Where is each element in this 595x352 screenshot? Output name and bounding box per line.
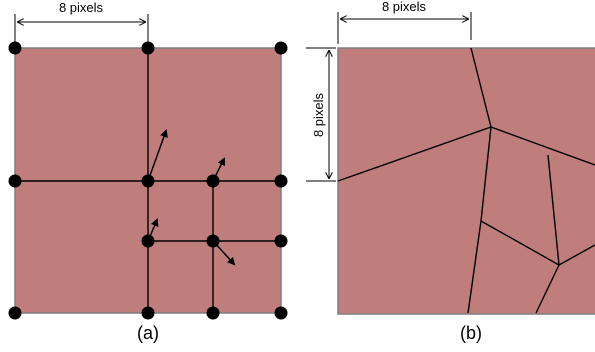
grid-node xyxy=(274,174,288,188)
grid-node xyxy=(8,306,22,320)
grid-node xyxy=(206,174,220,188)
panel-b-caption: (b) xyxy=(460,323,482,343)
grid-node xyxy=(8,41,22,55)
panel-b-width-label: 8 pixels xyxy=(382,0,427,14)
grid-node xyxy=(141,41,155,55)
panel-a-caption: (a) xyxy=(137,323,159,343)
panel-a-width-label: 8 pixels xyxy=(59,0,104,15)
panel-b-warped-lines xyxy=(337,47,595,314)
grid-node xyxy=(8,174,22,188)
panel-b-height-label: 8 pixels xyxy=(311,92,326,137)
panel-b-height-dimension xyxy=(306,47,336,182)
panel-a-width-dimension xyxy=(14,14,149,42)
grid-node xyxy=(274,234,288,248)
grid-node xyxy=(141,234,155,248)
grid-node xyxy=(206,234,220,248)
motion-vector xyxy=(147,129,168,182)
panel-a-nodes xyxy=(8,41,288,320)
grid-node xyxy=(274,41,288,55)
grid-node xyxy=(206,306,220,320)
grid-node xyxy=(274,306,288,320)
grid-node xyxy=(141,306,155,320)
panel-b: 8 pixels 8 pixels (b) xyxy=(306,0,595,343)
panel-b-cell xyxy=(337,47,595,315)
panel-a: 8 pixels (a) xyxy=(8,0,288,343)
panel-b-width-dimension xyxy=(337,12,472,44)
grid-node xyxy=(141,174,155,188)
